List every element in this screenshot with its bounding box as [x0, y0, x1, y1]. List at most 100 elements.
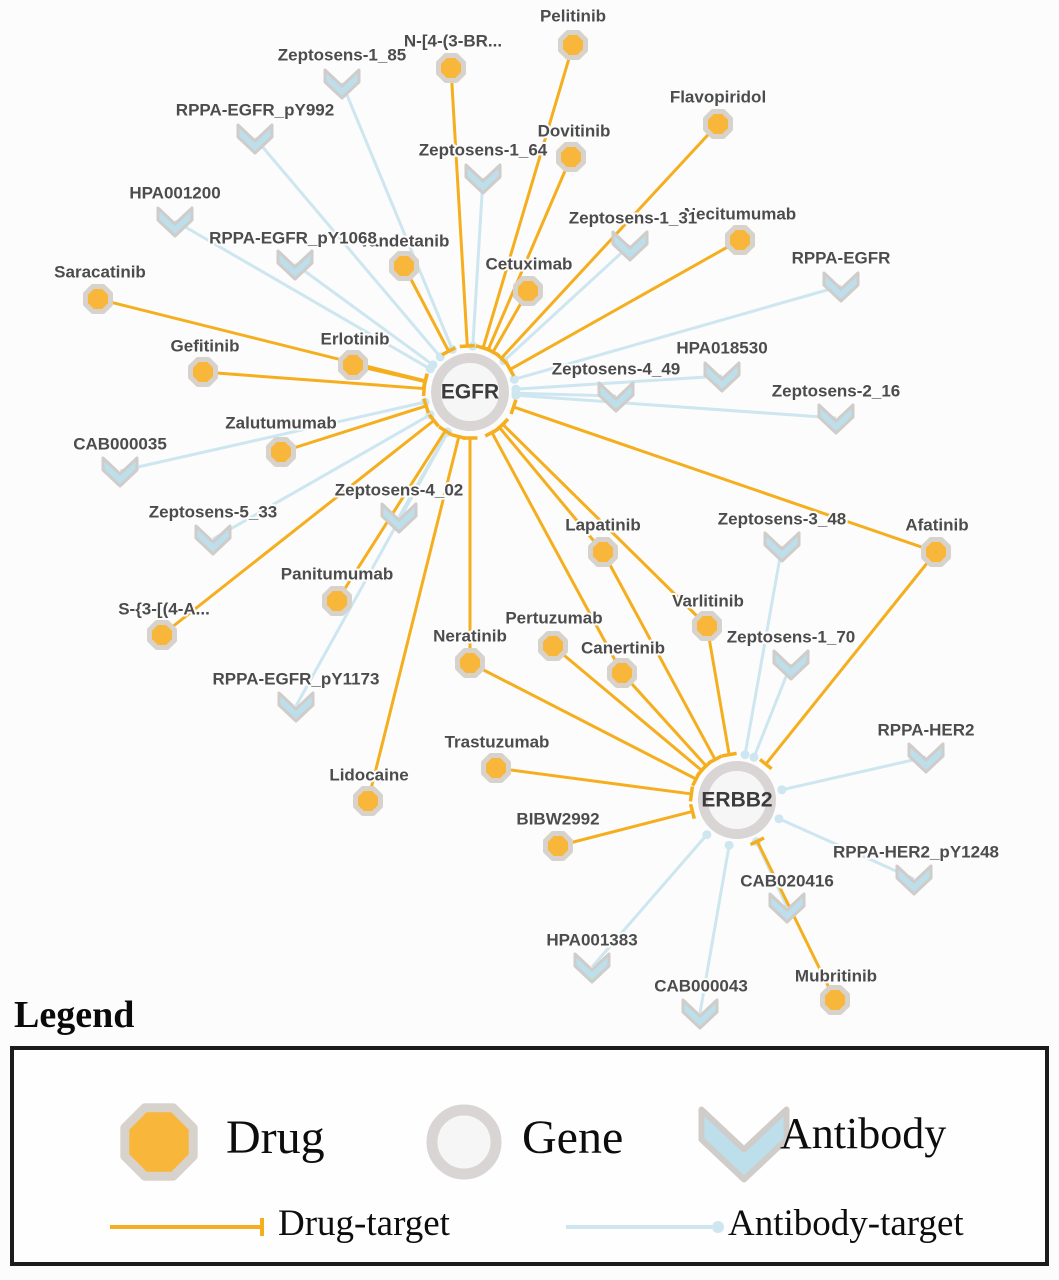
antibody-node-hpa001200 [156, 206, 194, 238]
drug-edge-tee [422, 398, 431, 414]
drug-label-flavopiridol: Flavopiridol [670, 88, 766, 107]
drug-node-erlotinib [338, 350, 368, 380]
antibody-label-rppa-egfr-py992: RPPA-EGFR_pY992 [176, 101, 334, 120]
antibody-edge-hpa001383 [590, 833, 708, 968]
antibody-label-hpa018530: HPA018530 [676, 339, 767, 358]
antibody-label-zeptosens-2-16: Zeptosens-2_16 [772, 382, 901, 401]
antibody-edge-rppa-egfr-py1068 [294, 262, 434, 367]
antibody-target-line [566, 1221, 724, 1233]
drug-label-lidocaine: Lidocaine [329, 766, 408, 785]
drug-edge-tee [438, 425, 453, 437]
drug-edge-saracatinib [97, 297, 426, 383]
antibody-label-cab020416: CAB020416 [740, 872, 834, 891]
drug-label-gefitinib: Gefitinib [171, 337, 240, 356]
antibody-edge-zeptosens-1-31 [502, 243, 632, 362]
drug-node-mubritinib [820, 985, 850, 1015]
drug-node-flavopiridol [703, 109, 733, 139]
antibody-node-rppa-egfr-py992 [236, 123, 274, 155]
antibody-label-cab000043: CAB000043 [654, 977, 748, 996]
drug-label-n-4-3-br: N-[4-(3-BR... [404, 32, 502, 51]
drug-edge-trastuzumab [495, 766, 692, 796]
drug-node-pelitinib [558, 30, 588, 60]
drug-edge-tee [758, 758, 773, 771]
antibody-node-cab020416 [768, 892, 806, 924]
antibody-node-zeptosens-2-16 [817, 403, 855, 435]
drug-edge-tee [459, 343, 475, 349]
antibody-label-zeptosens-5-33: Zeptosens-5_33 [149, 503, 278, 522]
antibody-edge-dot [774, 814, 784, 824]
antibody-label-rppa-her2-py1248: RPPA-HER2_pY1248 [833, 843, 999, 862]
drug-edge-pertuzumab [552, 644, 703, 772]
antibody-node-rppa-egfr-py1068 [276, 249, 314, 281]
drug-edge-tee [749, 836, 765, 847]
legend-gene-label: Gene [522, 1111, 624, 1164]
legend-title: Legend [14, 994, 135, 1036]
antibody-label-cab000035: CAB000035 [73, 435, 167, 454]
drug-edge-lapatinib [498, 426, 605, 553]
antibody-node-zeptosens-5-33 [194, 524, 232, 556]
antibody-edge-rppa-egfr-py992 [253, 137, 442, 358]
gene-label-erbb2: ERBB2 [701, 789, 772, 812]
drug-edge-afatinib [764, 551, 938, 766]
antibody-edge-zeptosens-1-85 [340, 82, 454, 351]
antibody-label-zeptosens-1-70: Zeptosens-1_70 [727, 628, 856, 647]
drug-node-dovitinib [556, 142, 586, 172]
antibody-label-rppa-her2: RPPA-HER2 [878, 721, 975, 740]
antibody-node-zeptosens-3-48 [763, 531, 801, 563]
drug-node-afatinib [921, 537, 951, 567]
drug-node-zalutumumab [266, 437, 296, 467]
antibody-edge-zeptosens-1-70 [752, 663, 793, 758]
antibody-label-rppa-egfr: RPPA-EGFR [792, 249, 891, 268]
drug-edge-tee [496, 417, 510, 431]
antibody-node-hpa001383 [573, 952, 611, 984]
drug-label-lapatinib: Lapatinib [565, 516, 641, 535]
antibody-edge-zeptosens-5-33 [212, 413, 431, 541]
drug-label-mubritinib: Mubritinib [795, 967, 877, 986]
drug-label-varlitinib: Varlitinib [672, 592, 744, 611]
drug-label-dovitinib: Dovitinib [538, 122, 611, 141]
antibody-edge-dot [724, 840, 734, 850]
drug-node-n-4-3-br [436, 53, 466, 83]
edges-layer [97, 44, 938, 1014]
antibody-node-rppa-egfr-py1173 [277, 691, 315, 723]
drug-edge-tee [441, 346, 457, 357]
drug-edge-tee [688, 786, 695, 802]
antibody-edge-zeptosens-3-48 [743, 545, 784, 755]
drug-edge-pelitinib [481, 44, 575, 349]
drug-target-line [110, 1218, 264, 1236]
antibody-edge-rppa-her2 [781, 755, 927, 792]
drug-edge-tee [427, 413, 440, 428]
antibody-edge-rppa-egfr-py1173 [294, 431, 450, 707]
antibody-node-rppa-her2-py1248 [895, 864, 933, 896]
drug-node-neratinib [455, 648, 485, 678]
antibody-node-cab000043 [681, 998, 719, 1030]
drug-node-lidocaine [353, 786, 383, 816]
antibody-edge-dot [777, 785, 787, 795]
antibody-edge-zeptosens-1-64 [471, 177, 485, 347]
drug-node-panitumumab [322, 586, 352, 616]
legend-drug-label: Drug [226, 1111, 325, 1164]
drug-label-pertuzumab: Pertuzumab [505, 609, 602, 628]
drug-node-pertuzumab [538, 631, 568, 661]
drug-label-panitumumab: Panitumumab [281, 565, 393, 584]
drug-label-afatinib: Afatinib [905, 516, 968, 535]
drug-edge-zalutumumab [280, 404, 427, 454]
antibody-label-hpa001383: HPA001383 [546, 931, 637, 950]
drug-label-zalutumumab: Zalutumumab [225, 414, 336, 433]
antibody-label-rppa-egfr-py1068: RPPA-EGFR_pY1068 [209, 229, 377, 248]
drug-label-s-3-4-a: S-{3-[(4-A... [118, 600, 210, 619]
drug-icon [120, 1103, 198, 1181]
drug-edge-lidocaine [366, 436, 461, 802]
drug-node-lapatinib [588, 537, 618, 567]
drug-label-saracatinib: Saracatinib [54, 263, 146, 282]
drug-node-bibw2992 [543, 831, 573, 861]
antibody-label-zeptosens-4-02: Zeptosens-4_02 [335, 481, 464, 500]
legend-antibody-label: Antibody [780, 1109, 947, 1158]
drug-label-bibw2992: BIBW2992 [516, 810, 599, 829]
drug-label-canertinib: Canertinib [581, 639, 665, 658]
antibody-edge-dot [428, 360, 438, 370]
antibody-edge-cab000035 [119, 400, 426, 473]
drug-edge-n-4-3-br [449, 67, 469, 347]
drug-node-saracatinib [83, 284, 113, 314]
